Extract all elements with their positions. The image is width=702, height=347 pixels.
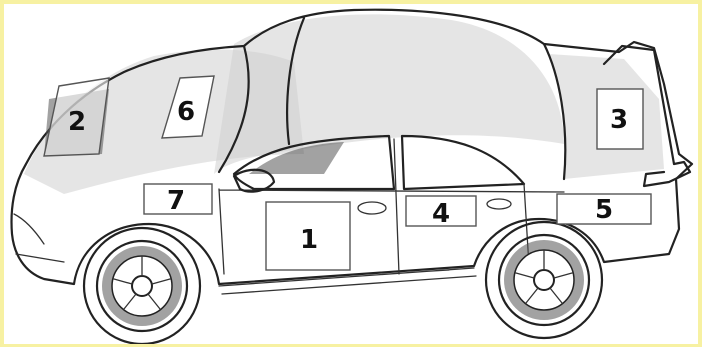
rear-window [402, 136, 524, 189]
rear-door-handle [487, 199, 511, 209]
panel-5-label: 5 [595, 195, 613, 225]
rear-wheel [486, 222, 602, 338]
panel-1: 1 [266, 202, 350, 270]
panel-5: 5 [557, 194, 651, 225]
panel-1-label: 1 [300, 225, 318, 255]
panel-3-label: 3 [610, 105, 628, 135]
panel-4-label: 4 [432, 199, 450, 229]
roof-shading [214, 14, 564, 174]
panel-2: 2 [44, 78, 109, 156]
front-door-handle [358, 202, 386, 214]
panel-2-label: 2 [68, 107, 86, 137]
panel-7-label: 7 [167, 186, 185, 216]
panel-4: 4 [406, 196, 476, 229]
panel-7: 7 [144, 184, 212, 216]
panel-6-label: 6 [177, 97, 195, 127]
panel-3: 3 [597, 89, 643, 149]
headlight [14, 214, 64, 262]
car-sticker-diagram: 2 6 3 7 1 4 5 [4, 4, 698, 344]
front-wheel [84, 228, 200, 344]
